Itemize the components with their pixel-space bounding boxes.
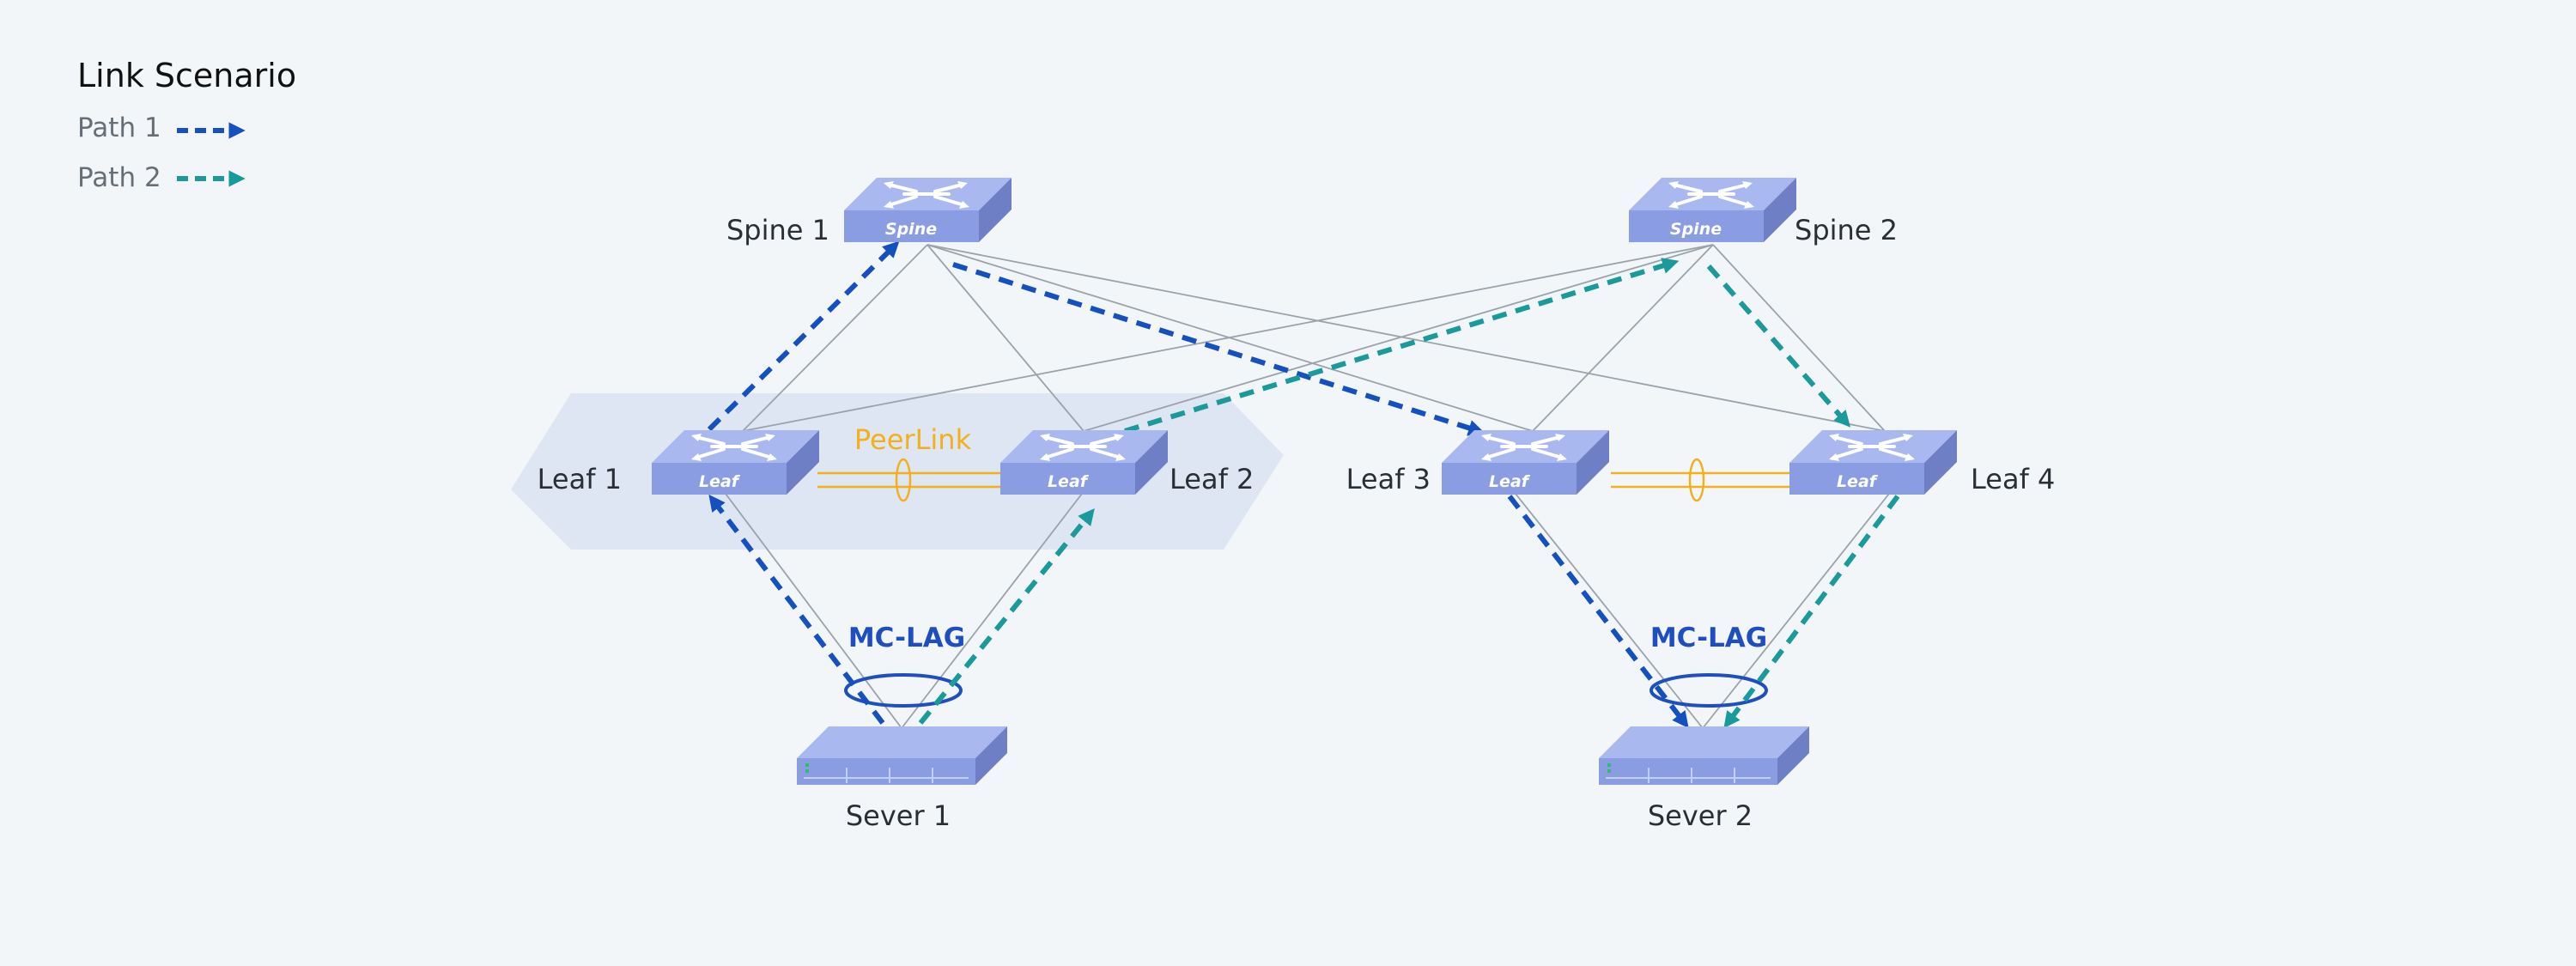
- leaf-4-icon[interactable]: Leaf: [1788, 428, 1959, 496]
- leaf-3-label: Leaf 3: [1346, 463, 1431, 495]
- mclag-left-ring: [844, 673, 963, 708]
- legend-path-2-label: Path 2: [77, 162, 161, 193]
- legend-title: Link Scenario: [77, 57, 296, 94]
- spine-2-icon-text: Spine: [1670, 220, 1722, 239]
- path2-spine2-to-leaf4: [1706, 264, 1851, 428]
- leaf-4-label: Leaf 4: [1971, 463, 2055, 495]
- leaf-1-label: Leaf 1: [538, 463, 622, 495]
- leaf-3-icon[interactable]: Leaf: [1440, 428, 1611, 496]
- leaf-2-icon-text: Leaf: [1048, 472, 1090, 491]
- spine-1-icon-text: Spine: [885, 220, 937, 239]
- server-2-label: Sever 2: [1648, 799, 1753, 832]
- peerlink-label: PeerLink: [854, 423, 972, 456]
- mclag-right-ring: [1649, 673, 1768, 708]
- leaf-2-label: Leaf 2: [1170, 463, 1254, 495]
- path-1-arrows: [707, 240, 1689, 729]
- leaf-1-icon[interactable]: Leaf: [650, 428, 821, 496]
- path-2-arrows: [918, 258, 1900, 729]
- spine-2-icon[interactable]: Spine: [1627, 176, 1798, 244]
- leaf-1-icon-text: Leaf: [699, 472, 741, 491]
- leaf-4-icon-text: Leaf: [1837, 472, 1879, 491]
- mclag-right-label: MC-LAG: [1650, 623, 1767, 653]
- server-1-icon[interactable]: [796, 726, 1008, 786]
- spine-2-label: Spine 2: [1795, 214, 1898, 246]
- leaf-2-icon[interactable]: Leaf: [999, 428, 1170, 496]
- path2-server1-to-leaf2: [918, 508, 1095, 725]
- spine-1-label: Spine 1: [726, 214, 829, 246]
- path1-leaf1-to-spine1: [707, 240, 900, 432]
- server-1-label: Sever 1: [846, 799, 951, 832]
- path1-leaf3-to-server2: [1507, 495, 1689, 729]
- physical-links: [725, 244, 1890, 729]
- legend: Link Scenario Path 1 Path 2: [77, 57, 296, 193]
- legend-path-1-label: Path 1: [77, 112, 161, 143]
- mclag-left-label: MC-LAG: [848, 623, 965, 653]
- path2-leaf4-to-server2: [1723, 495, 1900, 729]
- server-2-icon[interactable]: [1598, 726, 1810, 786]
- spine-1-icon[interactable]: Spine: [842, 176, 1013, 244]
- path1-spine1-to-leaf3: [952, 262, 1485, 436]
- leaf-3-icon-text: Leaf: [1489, 472, 1531, 491]
- peerlink-left: [817, 458, 1001, 502]
- peerlink-right: [1611, 458, 1789, 502]
